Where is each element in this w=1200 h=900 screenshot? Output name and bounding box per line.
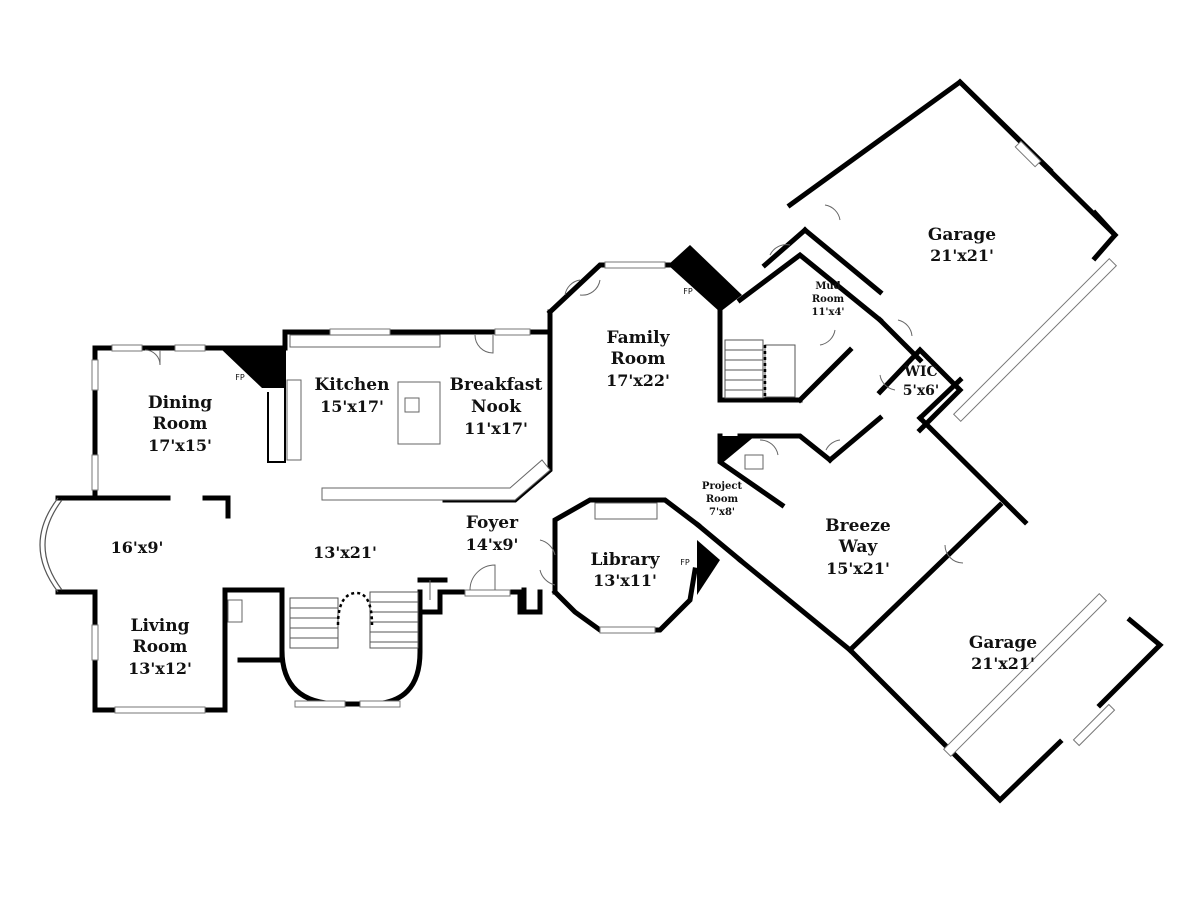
masonry [220,245,755,595]
breezeway-name-1: Breeze [825,516,891,536]
kitchen-counter-top [289,334,441,348]
library-name: Library [590,550,660,570]
library-dim: 13'x11' [593,571,657,590]
breakfast-dim: 11'x17' [464,419,528,438]
fixtures [227,334,764,623]
project-corner-block [720,436,755,465]
kitchen-island [397,381,441,445]
kitchen-counter-left [286,379,302,461]
breakfast-name-2: Nook [471,397,522,417]
powder-sink [227,599,243,623]
hall-dim: 13'x21' [313,543,377,562]
garage-top-name: Garage [928,225,996,245]
sitting-area-dim: 16'x9' [111,538,164,557]
wic-name: WIC [903,364,937,380]
dining-room-name-1: Dining [148,393,212,413]
library-fireplace-label: FP [680,558,690,567]
stairs [289,339,796,649]
breakfast-name-1: Breakfast [450,375,543,395]
kitchen-sink [404,397,420,413]
mud-room-name-2: Room [812,294,845,305]
garage-bottom-dim: 21'x21' [971,654,1035,673]
project-room-name-1: Project [702,481,743,492]
foyer-dim: 14'x9' [466,535,519,554]
garage-walls [736,78,1164,804]
family-room-name-1: Family [607,328,671,348]
library-fireplace-block [697,540,720,595]
room-labels: Dining Room 17'x15' Kitchen 15'x17' Brea… [111,225,1038,678]
living-room-name-2: Room [133,637,188,657]
doors [144,204,964,600]
family-room-name-2: Room [611,349,666,369]
kitchen-dim: 15'x17' [320,397,384,416]
family-room-dim: 17'x22' [606,371,670,390]
library-shelf [594,502,658,520]
dining-room-dim: 17'x15' [148,436,212,455]
foyer-name: Foyer [466,513,519,533]
kitchen-name: Kitchen [315,375,390,395]
breezeway-dim: 15'x21' [826,559,890,578]
living-room-name-1: Living [131,616,190,636]
mud-room-name-1: Mud [815,281,840,292]
dining-room-name-2: Room [153,414,208,434]
windows [91,140,1118,758]
project-room-dim: 7'x8' [709,507,735,518]
sitting-bay-window [39,497,59,593]
living-room-dim: 13'x12' [128,659,192,678]
family-fireplace-block [668,245,742,312]
wic-dim: 5'x6' [903,383,939,399]
breezeway-name-2: Way [838,537,879,557]
garage-bottom-name: Garage [969,633,1037,653]
dining-fireplace-block [220,348,285,388]
project-room-name-2: Room [706,494,739,505]
garage-top-dim: 21'x21' [930,246,994,265]
breakfast-counter [321,459,551,501]
dining-fireplace-label: FP [235,373,245,382]
family-fireplace-label: FP [683,287,693,296]
project-sink [744,454,764,470]
mud-room-dim: 11'x4' [812,307,845,318]
